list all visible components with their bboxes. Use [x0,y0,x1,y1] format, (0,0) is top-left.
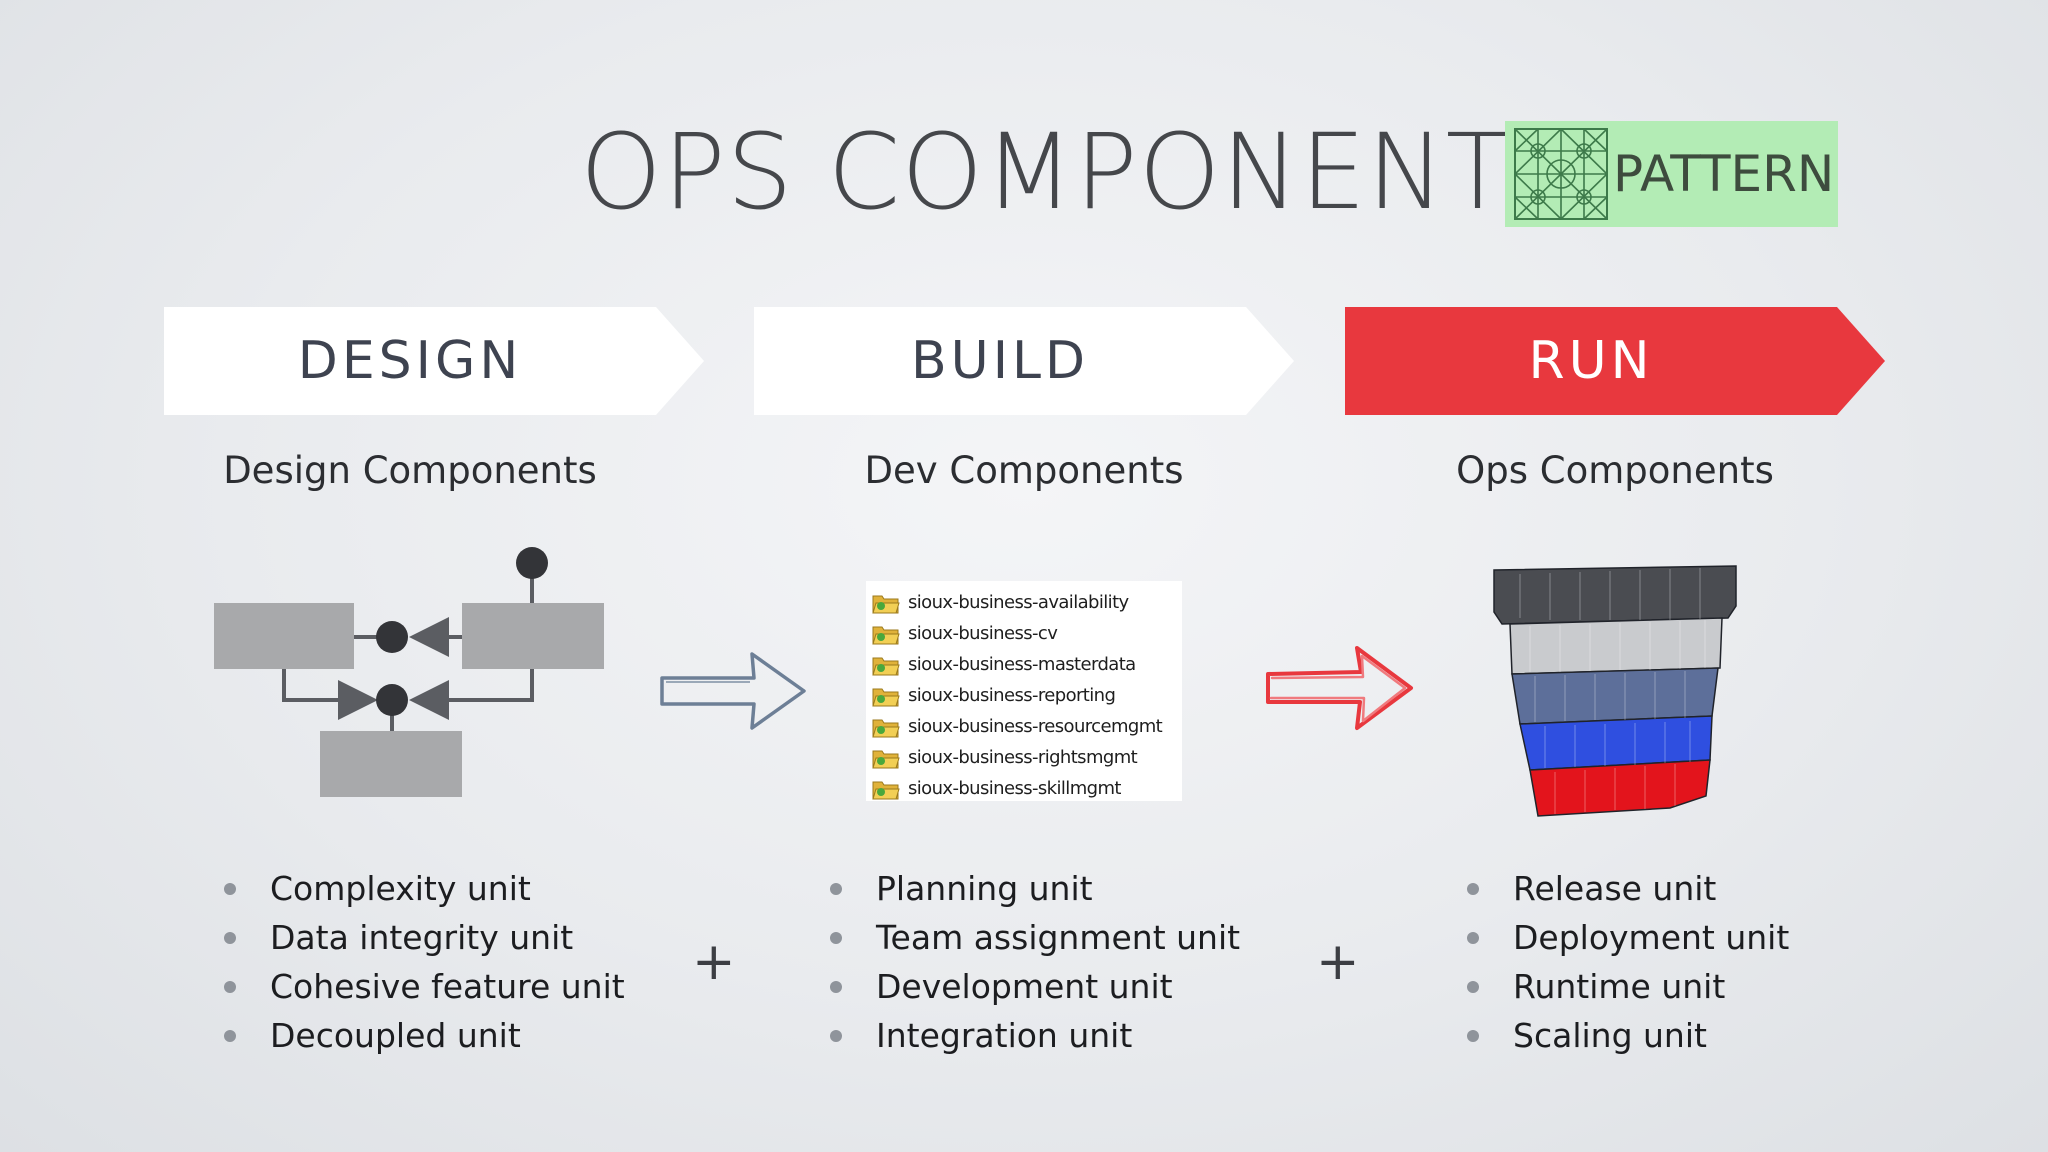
list-item: sioux-business-cv [872,618,1182,649]
list-item: Cohesive feature unit [224,962,625,1011]
container [1511,667,1719,725]
list-item: Development unit [830,962,1240,1011]
component-box [462,603,604,669]
stage-label: DESIGN [297,331,523,391]
stage-label: BUILD [910,331,1090,391]
list-item: sioux-business-masterdata [872,649,1182,680]
list-item: Release unit [1467,864,1789,913]
list-item: sioux-business-rightsmgmt [872,742,1182,773]
stage-label: RUN [1528,331,1654,391]
interface-dot [516,547,548,579]
run-unit-list: Release unit Deployment unit Runtime uni… [1467,864,1789,1060]
folder-icon [872,657,900,675]
column-heading-design: Design Components [223,449,597,492]
sketch-right-arrow-icon [1266,646,1413,730]
stage-chevron-run: RUN [1345,307,1885,415]
plus-separator: + [1316,932,1360,992]
list-item: sioux-business-reporting [872,680,1182,711]
list-item: Data integrity unit [224,913,625,962]
interface-dot [376,621,408,653]
folder-icon [872,626,900,644]
list-item: Deployment unit [1467,913,1789,962]
list-item: sioux-business-skillmgmt [872,773,1182,804]
list-item: Team assignment unit [830,913,1240,962]
list-item: Integration unit [830,1011,1240,1060]
list-item: Planning unit [830,864,1240,913]
component-dependency-diagram [214,547,604,797]
container [1509,617,1723,675]
design-unit-list: Complexity unit Data integrity unit Cohe… [224,864,625,1060]
folder-icon [872,688,900,706]
container [1493,565,1737,625]
list-item: sioux-business-resourcemgmt [872,711,1182,742]
folder-icon [872,595,900,613]
component-box [320,731,462,797]
list-item: Scaling unit [1467,1011,1789,1060]
pattern-label: PATTERN [1613,145,1835,203]
build-unit-list: Planning unit Team assignment unit Devel… [830,864,1240,1060]
list-item: Decoupled unit [224,1011,625,1060]
plus-separator: + [692,932,736,992]
container [1529,759,1711,817]
pattern-badge: PATTERN [1505,121,1838,227]
column-heading-run: Ops Components [1456,449,1774,492]
interface-dot [376,684,408,716]
component-box [214,603,354,669]
folder-icon [872,719,900,737]
folder-icon [872,781,900,799]
stage-chevron-build: BUILD [754,307,1294,415]
page-title: OPS COMPONENT [580,111,1511,233]
list-item: Runtime unit [1467,962,1789,1011]
repository-list: sioux-business-availability sioux-busine… [866,581,1182,801]
folder-icon [872,750,900,768]
outline-right-arrow-icon [660,652,806,730]
list-item: Complexity unit [224,864,625,913]
stacked-containers-image [1493,565,1737,817]
lattice-pattern-icon [1514,128,1608,220]
column-heading-build: Dev Components [864,449,1184,492]
list-item: sioux-business-availability [872,587,1182,618]
stage-chevron-design: DESIGN [164,307,704,415]
